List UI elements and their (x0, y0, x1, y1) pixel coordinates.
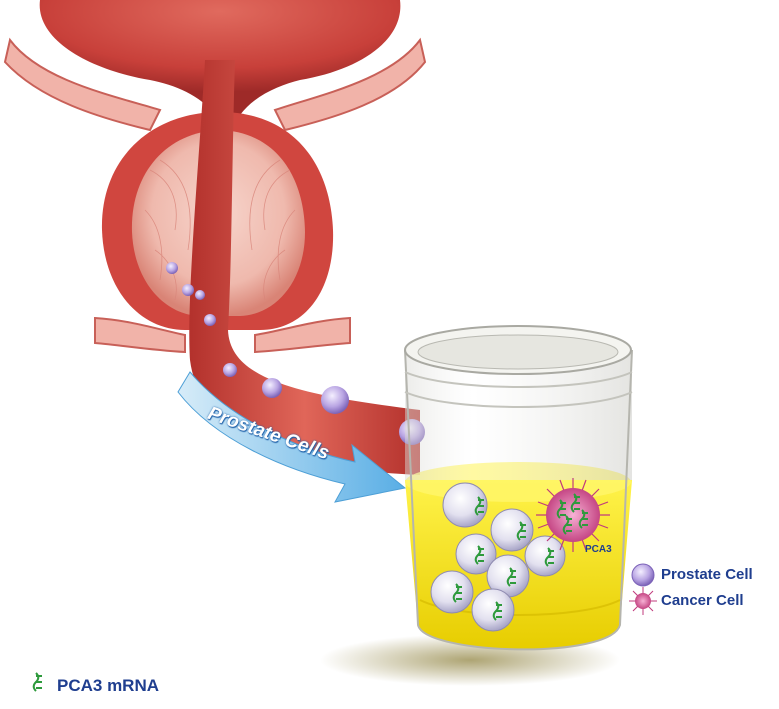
jar-cancer-cell (536, 478, 610, 552)
jar-cell (443, 483, 487, 527)
legend-prostate-cell-label: Prostate Cell (661, 566, 753, 583)
jar-cell (491, 509, 533, 551)
legend-mrna-label: PCA3 mRNA (57, 676, 159, 696)
prostate-cell-icon (632, 564, 654, 586)
pca3-tag: PCA3 (585, 544, 612, 555)
jar-cell (472, 589, 514, 631)
legend-cancer-cell-label: Cancer Cell (661, 592, 744, 609)
jar-cell (525, 536, 565, 576)
jar-cell (431, 571, 473, 613)
cancer-cell-icon (629, 587, 657, 615)
mrna-legend-icon (34, 673, 42, 691)
